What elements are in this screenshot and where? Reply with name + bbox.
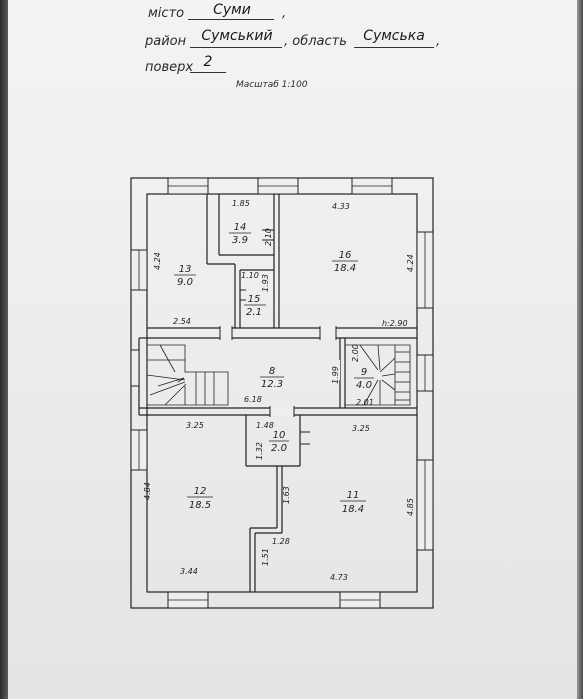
room-13-area: 9.0 bbox=[177, 277, 193, 288]
room-14-number: 14 bbox=[234, 222, 247, 233]
dim-3-44: 3.44 bbox=[180, 567, 198, 576]
height-2-90: h:2.90 bbox=[382, 319, 408, 328]
dim-1-32: 1.32 bbox=[255, 442, 264, 460]
room-15-area: 2.1 bbox=[246, 307, 262, 318]
region-comma: , bbox=[436, 34, 441, 49]
room-16-number: 16 bbox=[339, 250, 352, 261]
dim-1-28: 1.28 bbox=[272, 537, 290, 546]
city-underline bbox=[188, 19, 274, 20]
dim-4-85: 4.85 bbox=[406, 498, 415, 516]
dim-4-84: 4.84 bbox=[143, 482, 152, 500]
staircase-right bbox=[345, 344, 411, 406]
floor-label: поверх bbox=[145, 60, 194, 75]
region-value: Сумська bbox=[363, 28, 425, 44]
room-10-area: 2.0 bbox=[271, 443, 287, 454]
room-9-area: 4.0 bbox=[356, 380, 372, 391]
room-8-number: 8 bbox=[269, 366, 275, 377]
dim-4-24-right: 4.24 bbox=[406, 254, 415, 272]
room-15-number: 15 bbox=[248, 294, 261, 305]
dim-2-01: 2.01 bbox=[356, 398, 374, 407]
city-comma: , bbox=[282, 6, 287, 21]
dim-1-48: 1.48 bbox=[256, 421, 274, 430]
city-label: місто bbox=[148, 6, 185, 21]
room-14-area: 3.9 bbox=[232, 235, 248, 246]
dim-3-25-left: 3.25 bbox=[186, 421, 204, 430]
scale-label: Масштаб 1:100 bbox=[236, 80, 308, 90]
city-value: Суми bbox=[213, 2, 251, 18]
dim-4-33: 4.33 bbox=[332, 202, 350, 211]
door-openings bbox=[220, 327, 340, 416]
floor-value: 2 bbox=[203, 54, 213, 70]
staircase-left bbox=[146, 344, 229, 406]
dimension-labels: 1.85 4.33 4.24 2.10 1.10 1.93 4.24 2.54 … bbox=[143, 199, 415, 582]
window bbox=[130, 349, 140, 387]
region-label: , область bbox=[284, 34, 347, 49]
dim-2-54: 2.54 bbox=[173, 317, 191, 326]
room-11-number: 11 bbox=[347, 490, 360, 501]
room-12-number: 12 bbox=[194, 486, 207, 497]
district-underline bbox=[190, 47, 282, 48]
door-jambs bbox=[219, 229, 337, 445]
room-11-area: 18.4 bbox=[342, 504, 364, 515]
room-12-area: 18.5 bbox=[189, 500, 211, 511]
room-labels: 13 9.0 14 3.9 15 2.1 16 18.4 8 12.3 9 4.… bbox=[174, 222, 374, 515]
dim-4-73: 4.73 bbox=[330, 573, 348, 582]
district-value: Сумський bbox=[201, 28, 273, 44]
region-underline bbox=[354, 47, 434, 48]
room-16-area: 18.4 bbox=[334, 263, 356, 274]
dim-1-10: 1.10 bbox=[241, 271, 259, 280]
dim-1-63: 1.63 bbox=[282, 486, 291, 504]
paper-sheet bbox=[8, 0, 578, 699]
district-label: район bbox=[145, 34, 187, 49]
dim-1-93: 1.93 bbox=[261, 274, 270, 292]
dim-2-00: 2.00 bbox=[351, 344, 360, 362]
photo-edge-right bbox=[577, 0, 583, 699]
room-9-number: 9 bbox=[361, 367, 367, 378]
dim-2-10: 2.10 bbox=[264, 228, 273, 246]
corridor-notch bbox=[138, 337, 147, 415]
dim-6-18: 6.18 bbox=[244, 395, 262, 404]
window-glazing bbox=[138, 185, 426, 601]
dim-1-51: 1.51 bbox=[261, 548, 270, 566]
photo-edge-left bbox=[0, 0, 10, 699]
dim-1-85: 1.85 bbox=[232, 199, 250, 208]
room-8-area: 12.3 bbox=[261, 379, 283, 390]
dim-4-24-left: 4.24 bbox=[153, 252, 162, 270]
dim-1-99: 1.99 bbox=[331, 366, 340, 384]
dim-3-25-right: 3.25 bbox=[352, 424, 370, 433]
floor-underline bbox=[190, 72, 226, 73]
room-13-number: 13 bbox=[179, 264, 192, 275]
room-10-number: 10 bbox=[273, 430, 286, 441]
